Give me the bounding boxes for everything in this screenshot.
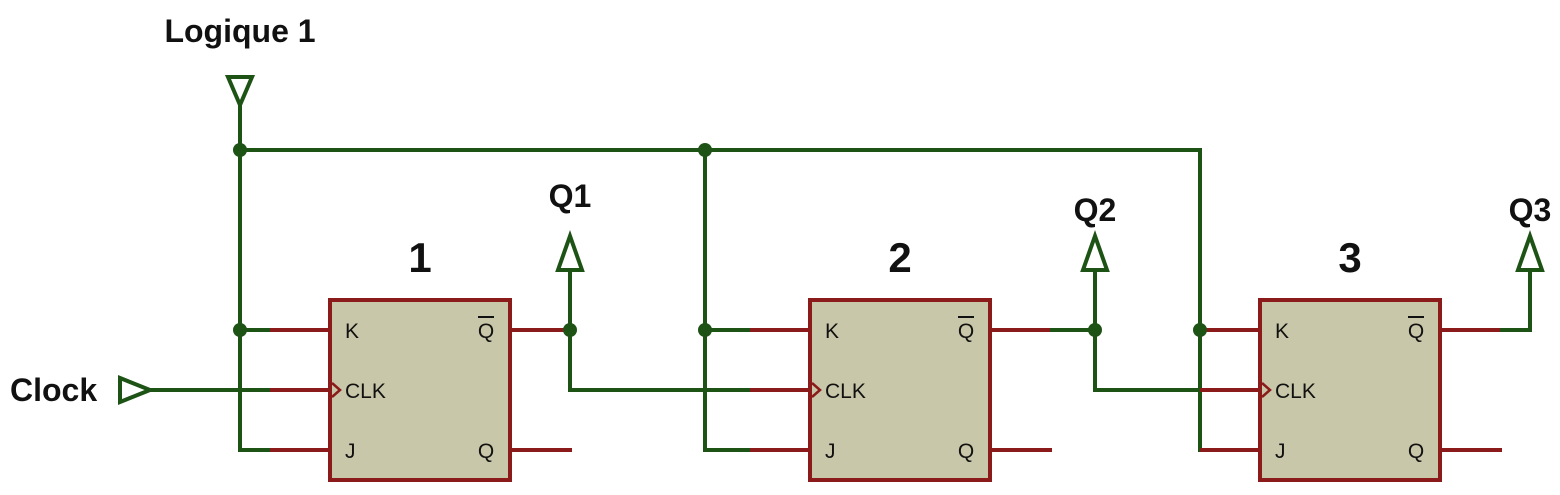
ff2-qbar-label: Q	[958, 320, 974, 343]
q1-terminal-icon	[555, 229, 585, 272]
ff2-q-label: Q	[958, 440, 974, 463]
flipflop-2: 2 K CLK J Q Q	[750, 234, 1052, 482]
ff2-clock-edge-mark	[811, 382, 822, 398]
ff1-q-label: Q	[478, 440, 494, 463]
ff1-body	[328, 298, 512, 482]
ff1-number: 1	[408, 234, 431, 281]
junction-dot	[1088, 323, 1102, 337]
junction-dot	[698, 143, 712, 157]
clock-label: Clock	[10, 372, 97, 408]
ff3-clock-edge-mark	[1261, 382, 1272, 398]
net-labels: Logique 1 Clock Q1 Q2 Q3	[10, 13, 1551, 408]
ff2-clk-label: CLK	[825, 380, 866, 403]
ff2-number: 2	[888, 234, 911, 281]
flipflop-3: 3 K CLK J Q Q	[1200, 234, 1502, 482]
junction-dot	[563, 323, 577, 337]
ff3-number: 3	[1338, 234, 1361, 281]
ff1-j-label: J	[345, 440, 356, 463]
ff1-clock-edge-mark	[331, 382, 342, 398]
ff2-body	[808, 298, 992, 482]
ff3-q-label: Q	[1408, 440, 1424, 463]
clock-terminal-icon	[118, 375, 156, 405]
flipflop-1: 1 K CLK J Q Q	[270, 234, 572, 482]
ff1-qbar-label: Q	[478, 320, 494, 343]
junction-dot	[233, 143, 247, 157]
logic-high-label: Logique 1	[164, 13, 315, 49]
q1-label: Q1	[549, 178, 592, 214]
logic-high-terminal-icon	[224, 75, 256, 111]
ff2-j-label: J	[825, 440, 836, 463]
ff3-qbar-label: Q	[1408, 320, 1424, 343]
terminals	[118, 75, 1545, 405]
ff3-clk-label: CLK	[1275, 380, 1316, 403]
junction-dot	[698, 323, 712, 337]
q3-terminal-icon	[1515, 229, 1545, 272]
q2-label: Q2	[1074, 192, 1117, 228]
ff3-k-label: K	[1275, 320, 1289, 343]
q2-terminal-icon	[1080, 229, 1110, 272]
junction-dot	[1193, 323, 1207, 337]
ff1-k-label: K	[345, 320, 359, 343]
q3-label: Q3	[1509, 192, 1552, 228]
junction-dot	[233, 323, 247, 337]
ff2-k-label: K	[825, 320, 839, 343]
junctions	[233, 143, 1207, 337]
ff3-body	[1258, 298, 1442, 482]
ff1-clk-label: CLK	[345, 380, 386, 403]
ff3-j-label: J	[1275, 440, 1286, 463]
